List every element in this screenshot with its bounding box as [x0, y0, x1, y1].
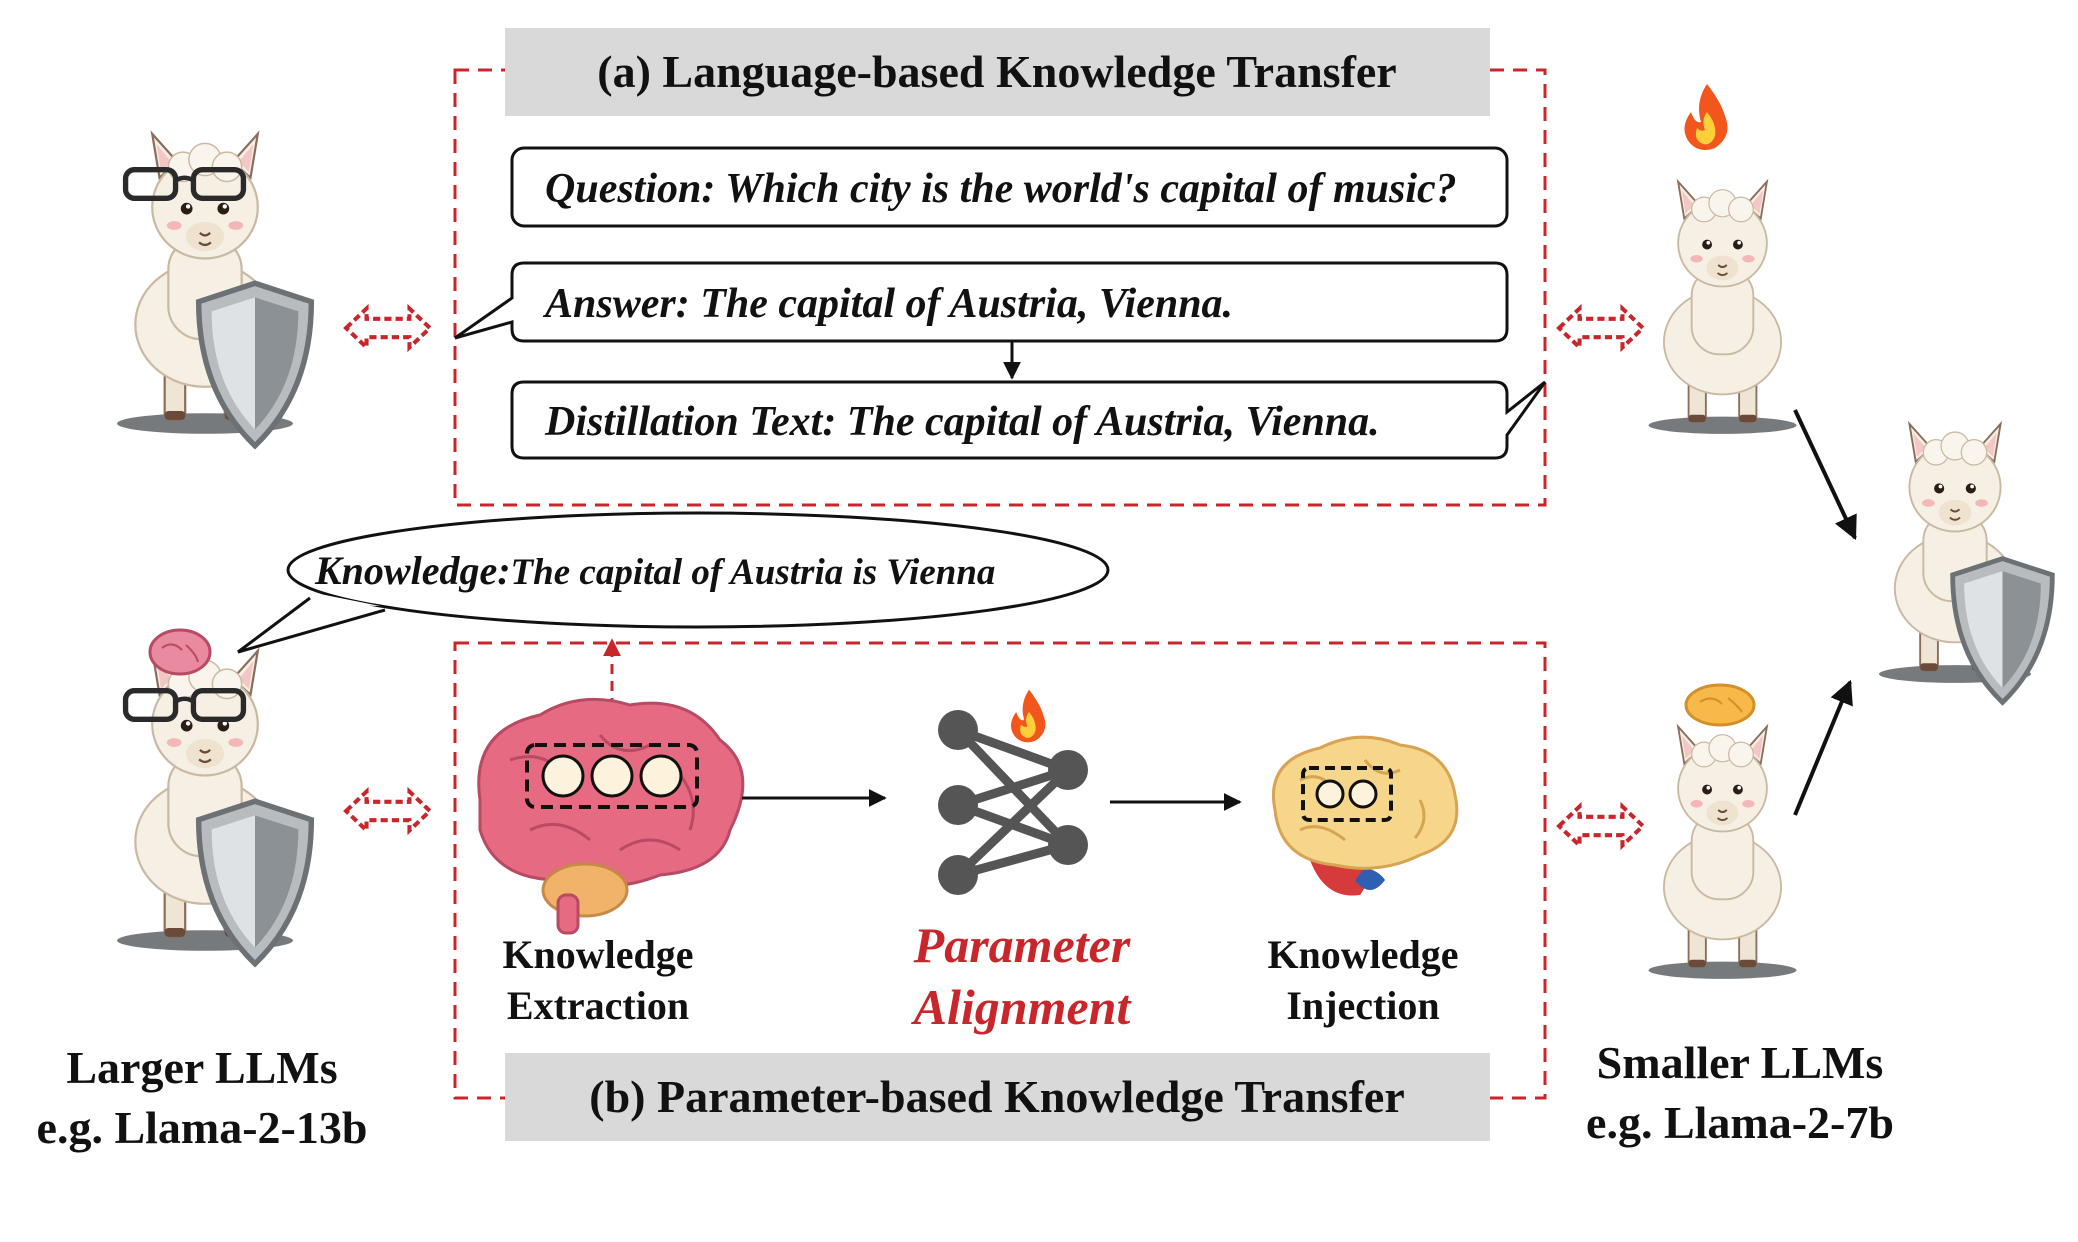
- knowledge-bubble-prefix: Knowledge:: [314, 548, 511, 593]
- knowledge-bubble-content: The capital of Austria is Vienna: [511, 552, 996, 593]
- larger-llm-example: e.g. Llama-2-13b: [37, 1102, 368, 1153]
- extraction-label-line2: Extraction: [507, 983, 689, 1028]
- alignment-label-line2: Alignment: [911, 979, 1133, 1035]
- section-b-title-bar: [505, 1053, 1490, 1141]
- injection-label-line1: Knowledge: [1267, 932, 1458, 977]
- section-a-title: (a) Language-based Knowledge Transfer: [597, 46, 1396, 97]
- neural-network-icon: [938, 710, 1088, 895]
- double-arrow-icon: [346, 792, 430, 831]
- answer-callout: [454, 261, 1509, 343]
- double-arrow-icon: [346, 309, 430, 348]
- question-text: Question: Which city is the world's capi…: [545, 166, 1457, 212]
- merge-arrow-top: [1793, 409, 1857, 541]
- double-arrow-icon: [1559, 309, 1643, 348]
- section-b-title: (b) Parameter-based Knowledge Transfer: [589, 1071, 1405, 1122]
- question-box: [510, 146, 1509, 228]
- knowledge-bubble-text: Knowledge:The capital of Austria is Vien…: [314, 548, 995, 593]
- larger-llm-label: Larger LLMs: [66, 1042, 337, 1093]
- extraction-label-line1: Knowledge: [502, 932, 693, 977]
- smaller-llm-example: e.g. Llama-2-7b: [1586, 1097, 1894, 1148]
- section-a-title-bar: [505, 28, 1490, 116]
- injection-label-line2: Injection: [1286, 983, 1439, 1028]
- brain-icon: [477, 697, 745, 935]
- knowledge-speech-bubble: [237, 511, 1110, 654]
- section-a-frame: [453, 68, 1547, 507]
- flame-icon: [1684, 84, 1728, 150]
- brain-icon: [1684, 683, 1756, 727]
- flame-icon: [1010, 689, 1046, 743]
- brain-icon: [148, 628, 212, 676]
- section-b-frame: [453, 641, 1547, 1100]
- merge-arrow-bottom: [1793, 679, 1853, 816]
- alignment-label-line1: Parameter: [913, 917, 1131, 973]
- alpaca-icon: [1647, 180, 1798, 436]
- distillation-callout: [510, 380, 1547, 460]
- distillation-text: Distillation Text: The capital of Austri…: [544, 399, 1380, 445]
- smaller-llm-label: Smaller LLMs: [1597, 1037, 1884, 1088]
- alpaca-icon: [1647, 725, 1798, 981]
- small-brain-icon: [1272, 735, 1459, 896]
- double-arrow-icon: [1559, 807, 1643, 846]
- answer-text: Answer: The capital of Austria, Vienna.: [542, 281, 1233, 327]
